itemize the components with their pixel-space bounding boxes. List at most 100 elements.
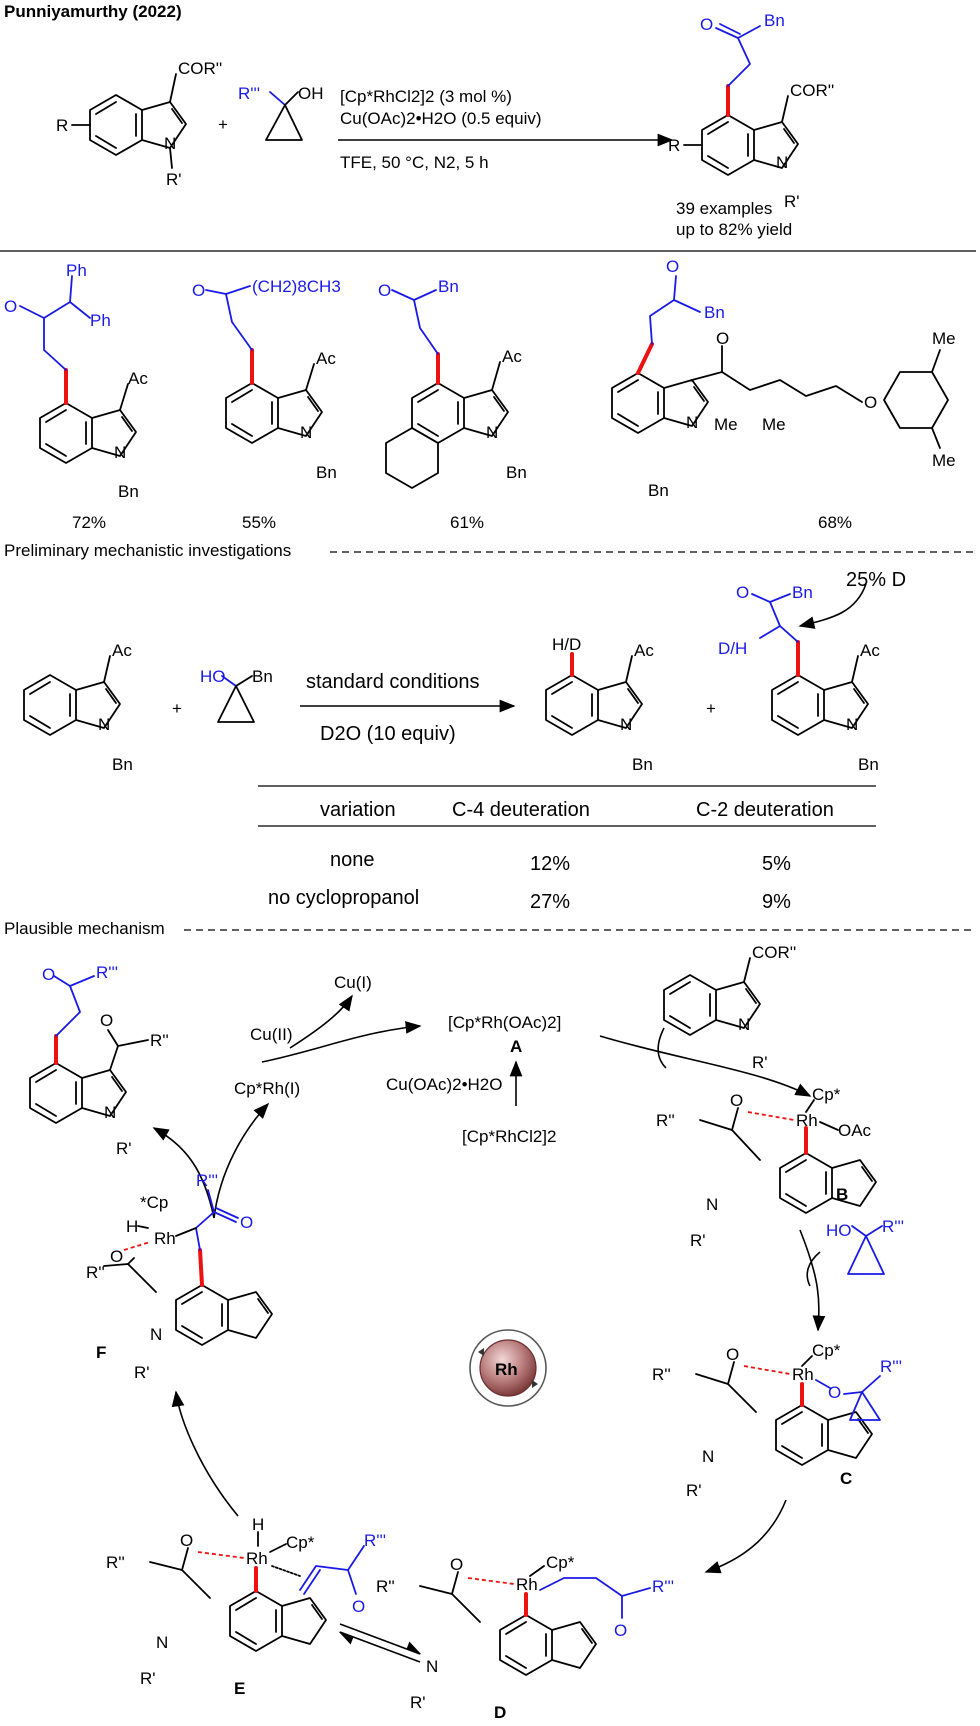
svg-text:R'': R'' bbox=[656, 1111, 675, 1130]
rh1-label: Cp*Rh(I) bbox=[234, 1079, 300, 1098]
plus-sign: + bbox=[218, 115, 228, 134]
svg-text:O: O bbox=[4, 297, 17, 316]
svg-text:R': R' bbox=[686, 1481, 702, 1500]
intermediate-B: Rh Cp* OAc O R'' N R' B bbox=[656, 1085, 877, 1250]
table-header-c2: C-2 deuteration bbox=[696, 799, 834, 821]
svg-text:N: N bbox=[686, 413, 698, 432]
svg-text:+: + bbox=[172, 699, 182, 718]
n-label: N bbox=[164, 134, 176, 153]
svg-text:O: O bbox=[614, 1621, 627, 1640]
deut-product-2: O Bn D/H Ac N Bn 25% D bbox=[718, 569, 906, 774]
condition-solvent: TFE, 50 °C, N2, 5 h bbox=[340, 153, 489, 172]
svg-text:COR'': COR'' bbox=[752, 943, 796, 962]
svg-text:N: N bbox=[300, 423, 312, 442]
svg-text:Rh: Rh bbox=[516, 1575, 538, 1594]
svg-text:+: + bbox=[706, 699, 716, 718]
deut-product-1: H/D Ac N Bn bbox=[545, 635, 654, 774]
svg-text:Rh: Rh bbox=[792, 1365, 814, 1384]
svg-text:R': R' bbox=[140, 1669, 156, 1688]
mech-product: O R''' O R'' N R' bbox=[29, 963, 169, 1158]
mech-indole-reagent: COR'' N R' bbox=[663, 943, 796, 1072]
svg-text:Bn: Bn bbox=[316, 463, 337, 482]
svg-text:O: O bbox=[730, 1091, 743, 1110]
cu2-label: Cu(II) bbox=[250, 1025, 293, 1044]
svg-text:H: H bbox=[126, 1217, 138, 1236]
svg-text:N: N bbox=[104, 1103, 116, 1122]
intermediate-C: Rh Cp* O R''' O R'' N R' C bbox=[652, 1341, 902, 1500]
table-row-nocp-c4: 27% bbox=[530, 891, 570, 913]
svg-text:HO: HO bbox=[826, 1221, 852, 1240]
deut-reactant: Ac N Bn bbox=[23, 641, 133, 774]
svg-text:Cp*: Cp* bbox=[812, 1085, 841, 1104]
svg-text:Ac: Ac bbox=[112, 641, 132, 660]
cu1-label: Cu(I) bbox=[334, 973, 372, 992]
mechanism-heading: Plausible mechanism bbox=[4, 919, 165, 938]
svg-text:N: N bbox=[150, 1325, 162, 1344]
svg-text:Me: Me bbox=[932, 329, 956, 348]
svg-text:N: N bbox=[702, 1447, 714, 1466]
svg-text:Bn: Bn bbox=[704, 303, 725, 322]
svg-text:Me: Me bbox=[762, 415, 786, 434]
svg-text:R'': R'' bbox=[376, 1577, 395, 1596]
svg-text:Cp*: Cp* bbox=[812, 1341, 841, 1360]
svg-text:Rh: Rh bbox=[154, 1229, 176, 1248]
svg-text:N: N bbox=[114, 443, 126, 462]
svg-text:O: O bbox=[700, 15, 713, 34]
svg-text:Me: Me bbox=[932, 451, 956, 470]
svg-text:Cp*: Cp* bbox=[286, 1533, 315, 1552]
svg-text:N: N bbox=[846, 715, 858, 734]
precatalyst-label: [Cp*RhCl2]2 bbox=[462, 1127, 557, 1146]
intermediate-F: O R''' Rh H *Cp O R'' N R' F bbox=[86, 1171, 273, 1382]
svg-text:Ph: Ph bbox=[90, 311, 111, 330]
svg-text:Me: Me bbox=[714, 415, 738, 434]
svg-text:R''': R''' bbox=[196, 1171, 218, 1190]
mechanistic-heading: Preliminary mechanistic investigations bbox=[4, 541, 291, 560]
table-header-c4: C-4 deuteration bbox=[452, 799, 590, 821]
svg-text:R''': R''' bbox=[238, 84, 260, 103]
deut-condition-2: D2O (10 equiv) bbox=[320, 723, 456, 745]
reactant-indole: COR'' R N R' bbox=[56, 59, 222, 189]
yield-3: 61% bbox=[450, 513, 484, 532]
svg-text:Bn: Bn bbox=[118, 482, 139, 501]
svg-text:D/H: D/H bbox=[718, 639, 747, 658]
svg-text:O: O bbox=[180, 1531, 193, 1550]
rprime-label: R' bbox=[166, 170, 182, 189]
svg-text:Rh: Rh bbox=[796, 1111, 818, 1130]
cor-label: COR'' bbox=[178, 59, 222, 78]
svg-text:R': R' bbox=[134, 1363, 150, 1382]
svg-text:Ac: Ac bbox=[128, 369, 148, 388]
svg-text:Bn: Bn bbox=[648, 481, 669, 500]
rh-center-label: Rh bbox=[495, 1360, 518, 1379]
table-row-none-variation: none bbox=[330, 849, 375, 871]
example-1: O Ph Ph Ac N Bn 72% bbox=[4, 261, 148, 532]
svg-text:R''': R''' bbox=[652, 1577, 674, 1596]
svg-text:O: O bbox=[240, 1213, 253, 1232]
deut-condition-1: standard conditions bbox=[306, 671, 479, 693]
svg-text:R''': R''' bbox=[364, 1531, 386, 1550]
svg-text:Ac: Ac bbox=[860, 641, 880, 660]
svg-text:O: O bbox=[100, 1011, 113, 1030]
table-header-variation: variation bbox=[320, 799, 396, 821]
table-row-nocp-c2: 9% bbox=[762, 891, 791, 913]
svg-text:O: O bbox=[352, 1597, 365, 1616]
svg-text:N: N bbox=[426, 1657, 438, 1676]
deuterium-note: 25% D bbox=[846, 569, 906, 591]
scope-examples: 39 examples bbox=[676, 199, 772, 218]
svg-text:H/D: H/D bbox=[552, 635, 581, 654]
svg-text:Bn: Bn bbox=[764, 11, 785, 30]
svg-text:O: O bbox=[192, 281, 205, 300]
svg-text:R'': R'' bbox=[106, 1553, 125, 1572]
intermediate-D: Rh Cp* O R''' O R'' N R' D bbox=[376, 1553, 674, 1722]
product-indole: O Bn COR'' R N R' bbox=[668, 11, 834, 211]
svg-text:H: H bbox=[252, 1515, 264, 1534]
yield-4: 68% bbox=[818, 513, 852, 532]
svg-text:Bn: Bn bbox=[858, 755, 879, 774]
label-E: E bbox=[234, 1679, 245, 1698]
deut-cyclopropanol: HO Bn bbox=[200, 667, 273, 723]
svg-text:Ph: Ph bbox=[66, 261, 87, 280]
svg-text:N: N bbox=[706, 1195, 718, 1214]
oxidant-label: Cu(OAc)2•H2O bbox=[386, 1075, 502, 1094]
svg-text:Bn: Bn bbox=[112, 755, 133, 774]
svg-text:N: N bbox=[738, 1015, 750, 1034]
species-A: [Cp*Rh(OAc)2] bbox=[448, 1013, 561, 1032]
